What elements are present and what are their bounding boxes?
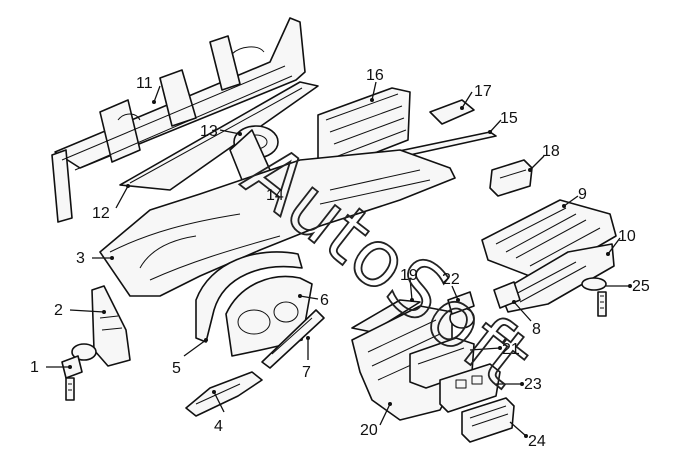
callout-4: 4 bbox=[214, 418, 223, 435]
callout-15: 15 bbox=[500, 110, 518, 127]
callout-13: 13 bbox=[200, 123, 218, 140]
callout-2: 2 bbox=[54, 302, 63, 319]
part-cross-car-beam bbox=[51, 17, 306, 223]
part-lower-trim bbox=[185, 371, 263, 417]
part-storage-tray bbox=[461, 397, 515, 443]
callout-12: 12 bbox=[92, 205, 110, 222]
part-side-end-cap bbox=[91, 285, 131, 367]
callout-24: 24 bbox=[528, 433, 546, 450]
part-climate-control bbox=[439, 363, 501, 413]
part-cluster-lens bbox=[261, 309, 325, 369]
part-switch bbox=[489, 159, 533, 197]
part-glovebox-housing bbox=[481, 199, 617, 281]
callout-20: 20 bbox=[360, 422, 378, 439]
callout-6: 6 bbox=[320, 292, 329, 309]
callout-18: 18 bbox=[542, 143, 560, 160]
part-dashboard-panel bbox=[99, 149, 456, 297]
callout-labels: 1 2 3 4 5 6 7 8 9 10 11 12 13 14 15 16 1… bbox=[30, 67, 650, 450]
callout-14: 14 bbox=[266, 187, 284, 204]
callout-21: 21 bbox=[502, 341, 520, 358]
part-vent-trim bbox=[429, 99, 475, 125]
callout-16: 16 bbox=[366, 67, 384, 84]
callout-8: 8 bbox=[532, 321, 541, 338]
part-lock-cylinder bbox=[581, 277, 607, 317]
part-glovebox-door bbox=[499, 243, 615, 313]
callout-1: 1 bbox=[30, 359, 39, 376]
part-cluster-hood bbox=[195, 251, 303, 343]
callout-22: 22 bbox=[442, 271, 460, 288]
callout-5: 5 bbox=[172, 360, 181, 377]
part-center-console-trim bbox=[351, 299, 453, 421]
callout-3: 3 bbox=[76, 250, 85, 267]
callout-11: 11 bbox=[136, 75, 153, 92]
callout-19: 19 bbox=[400, 267, 418, 284]
part-ignition-lock bbox=[61, 343, 97, 401]
part-center-vent bbox=[447, 291, 475, 329]
callout-10: 10 bbox=[618, 228, 636, 245]
callout-17: 17 bbox=[474, 83, 492, 100]
part-upper-trim-strip bbox=[119, 81, 319, 191]
callout-25: 25 bbox=[632, 278, 650, 295]
callout-9: 9 bbox=[578, 186, 587, 203]
leader-lines bbox=[46, 81, 632, 438]
callout-7: 7 bbox=[302, 364, 311, 381]
part-instrument-cluster bbox=[225, 275, 313, 357]
callout-23: 23 bbox=[524, 376, 542, 393]
